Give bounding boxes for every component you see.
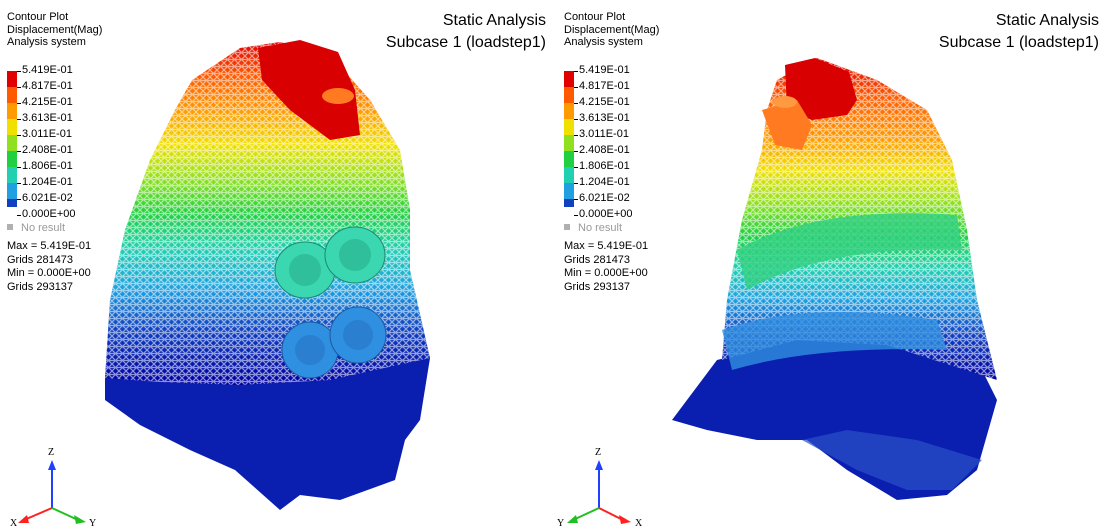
no-result-label: No result — [21, 222, 66, 234]
analysis-name: Static Analysis — [995, 12, 1099, 29]
no-result-legend: No result — [564, 222, 622, 234]
axis-triad-left[interactable]: Z X Y — [10, 440, 100, 528]
y-axis-label: Y — [557, 518, 564, 528]
analysis-name: Static Analysis — [442, 12, 546, 29]
viewport-left[interactable]: Contour Plot Displacement(Mag) Analysis … — [0, 0, 552, 528]
analysis-title: Static Analysis Subcase 1 (loadstep1) — [386, 10, 546, 54]
no-result-label: No result — [578, 222, 623, 234]
plot-info: Contour Plot Displacement(Mag) Analysis … — [564, 11, 659, 49]
min-grid: Grids 293137 — [7, 280, 74, 293]
plot-info: Contour Plot Displacement(Mag) Analysis … — [7, 11, 102, 49]
max-grid: Grids 281473 — [564, 253, 631, 266]
axis-triad-right[interactable]: Z Y X — [557, 440, 647, 528]
min-value: Min = 0.000E+00 — [564, 267, 648, 279]
plot-type-label: Contour Plot — [564, 11, 626, 23]
x-axis-label: X — [635, 518, 643, 528]
z-axis-label: Z — [48, 447, 54, 458]
analysis-title: Static Analysis Subcase 1 (loadstep1) — [939, 10, 1099, 54]
no-result-swatch — [564, 224, 570, 230]
max-grid: Grids 281473 — [7, 253, 74, 266]
model-render-left — [105, 40, 430, 510]
subcase-name: Subcase 1 (loadstep1) — [938, 34, 1099, 51]
result-type-label: Displacement(Mag) — [7, 23, 103, 36]
min-value: Min = 0.000E+00 — [7, 267, 91, 279]
z-axis-label: Z — [595, 447, 601, 458]
model-render-right — [672, 58, 997, 500]
max-value: Max = 5.419E-01 — [564, 240, 649, 252]
subcase-name: Subcase 1 (loadstep1) — [385, 34, 546, 51]
no-result-legend: No result — [7, 222, 65, 234]
system-label: Analysis system — [7, 36, 86, 48]
x-axis-label: X — [10, 518, 18, 528]
min-grid: Grids 293137 — [564, 280, 631, 293]
result-type-label: Displacement(Mag) — [564, 23, 660, 36]
result-stats: Max = 5.419E-01 Grids 281473 Min = 0.000… — [7, 240, 91, 294]
system-label: Analysis system — [564, 36, 643, 48]
no-result-swatch — [7, 224, 13, 230]
plot-type-label: Contour Plot — [7, 11, 69, 23]
viewport-right[interactable]: Contour Plot Displacement(Mag) Analysis … — [557, 0, 1105, 528]
max-value: Max = 5.419E-01 — [7, 240, 92, 252]
result-stats: Max = 5.419E-01 Grids 281473 Min = 0.000… — [564, 240, 648, 294]
y-axis-label: Y — [89, 518, 96, 528]
